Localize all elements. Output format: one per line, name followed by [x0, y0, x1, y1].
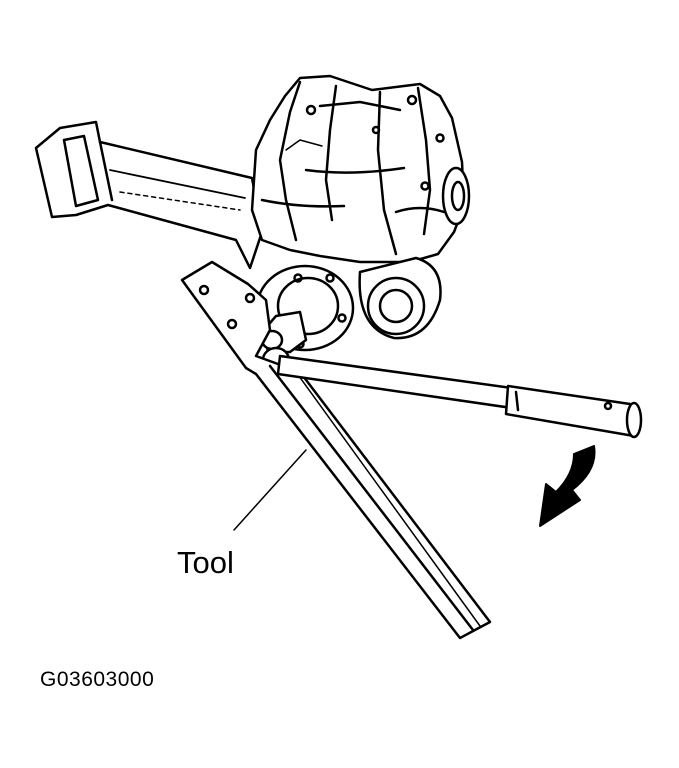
figure-id: G03603000: [40, 668, 155, 691]
torque-wrench: [276, 354, 643, 439]
mounting-boss: [358, 256, 442, 340]
rotation-arrow: [539, 445, 596, 527]
tool-label: Tool: [177, 545, 234, 580]
axle-tube: [34, 120, 264, 270]
tool-leader-line: [233, 449, 307, 531]
differential-housing: [250, 74, 471, 264]
